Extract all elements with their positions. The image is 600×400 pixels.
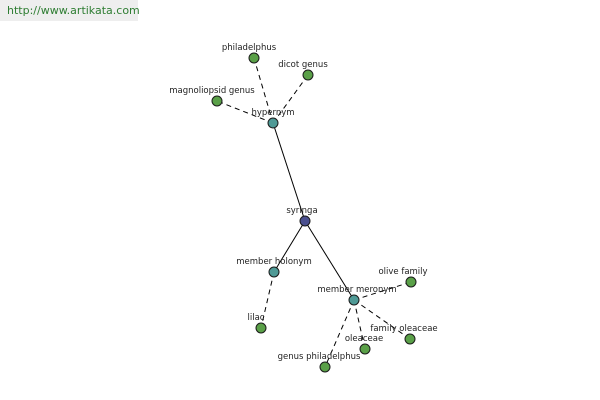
label-philadelphus[interactable]: philadelphus: [222, 43, 277, 53]
edge-hypernym-philadelphus: [253, 57, 274, 124]
label-magnoliopsid-genus[interactable]: magnoliopsid genus: [169, 86, 255, 96]
edge-meronym-family-oleaceae: [353, 299, 411, 340]
label-oleaceae[interactable]: oleaceae: [345, 334, 383, 344]
edge-meronym-genus-philadelphus: [324, 299, 355, 368]
node-family-oleaceae[interactable]: [404, 333, 416, 345]
node-oleaceae[interactable]: [359, 343, 371, 355]
node-dicot-genus[interactable]: [302, 69, 314, 81]
node-lilac[interactable]: [255, 322, 267, 334]
labels: syringa hypernym philadelphus dicot genu…: [169, 43, 437, 362]
edges: [216, 57, 412, 368]
edge-holonym-lilac: [260, 271, 275, 329]
edge-syringa-member-meronym: [304, 220, 355, 301]
node-magnoliopsid-genus[interactable]: [211, 95, 223, 107]
label-olive-family[interactable]: olive family: [378, 267, 427, 277]
label-genus-philadelphus[interactable]: genus philadelphus: [278, 352, 361, 362]
node-olive-family[interactable]: [405, 276, 417, 288]
edge-hypernym-dicot-genus: [272, 74, 309, 124]
label-family-oleaceae[interactable]: family oleaceae: [370, 324, 437, 334]
label-hypernym[interactable]: hypernym: [251, 108, 294, 118]
label-dicot-genus[interactable]: dicot genus: [278, 60, 328, 70]
label-syringa[interactable]: syringa: [286, 206, 317, 216]
label-member-meronym[interactable]: member meronym: [317, 285, 396, 295]
node-genus-philadelphus[interactable]: [319, 361, 331, 373]
node-hypernym[interactable]: [267, 117, 279, 129]
edge-hypernym-magnoliopsid-genus: [216, 100, 274, 124]
edge-syringa-hypernym: [272, 122, 306, 222]
node-member-meronym[interactable]: [348, 294, 360, 306]
label-member-holonym[interactable]: member holonym: [236, 257, 311, 267]
node-philadelphus[interactable]: [248, 52, 260, 64]
node-member-holonym[interactable]: [268, 266, 280, 278]
watermark-url[interactable]: http://www.artikata.com: [0, 0, 140, 21]
edge-meronym-olive-family: [353, 281, 412, 301]
edge-syringa-member-holonym: [273, 220, 306, 273]
nodes: [211, 52, 417, 373]
node-syringa[interactable]: [299, 215, 311, 227]
label-lilac[interactable]: lilac: [248, 313, 265, 323]
